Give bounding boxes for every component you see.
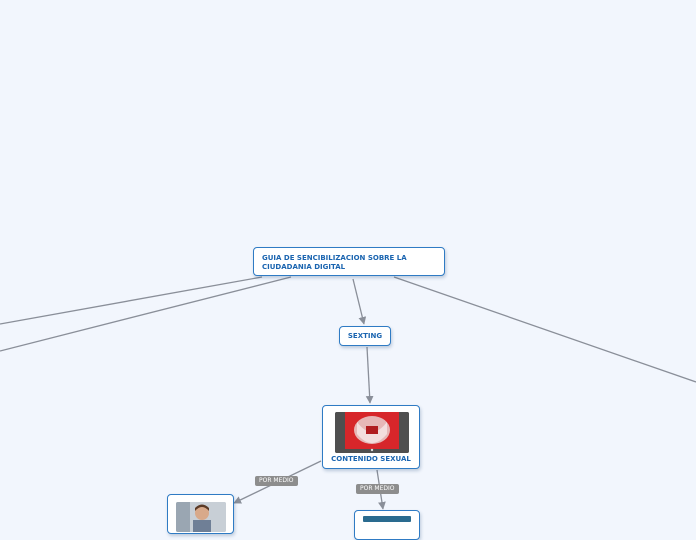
right-child-topic-node[interactable]	[354, 510, 420, 540]
screen-image	[363, 516, 411, 522]
connector-root-to-left-branch-2	[0, 277, 291, 351]
contenido-sexual-topic-node[interactable]: CONTENIDO SEXUAL	[322, 405, 420, 469]
video-thumbnail-image	[335, 412, 409, 453]
edge-label-por-medio-right: POR MEDIO	[356, 484, 399, 494]
sexting-topic-label: SEXTING	[340, 332, 390, 341]
root-topic-label: GUIA DE SENCIBILIZACION SOBRE LA CIUDADA…	[262, 254, 436, 272]
left-child-topic-node[interactable]	[167, 494, 234, 534]
mind-map-canvas[interactable]: GUIA DE SENCIBILIZACION SOBRE LA CIUDADA…	[0, 0, 696, 520]
connector-sexting-to-contenido	[367, 347, 370, 403]
connector-root-to-right-branch	[394, 277, 696, 382]
root-topic-node[interactable]: GUIA DE SENCIBILIZACION SOBRE LA CIUDADA…	[253, 247, 445, 276]
connector-root-to-sexting	[353, 279, 364, 324]
edge-label-por-medio-left: POR MEDIO	[255, 476, 298, 486]
person-photo-image	[176, 502, 226, 532]
connector-root-to-left-branch-1	[0, 277, 262, 324]
sexting-topic-node[interactable]: SEXTING	[339, 326, 391, 346]
contenido-sexual-topic-label: CONTENIDO SEXUAL	[323, 455, 419, 464]
